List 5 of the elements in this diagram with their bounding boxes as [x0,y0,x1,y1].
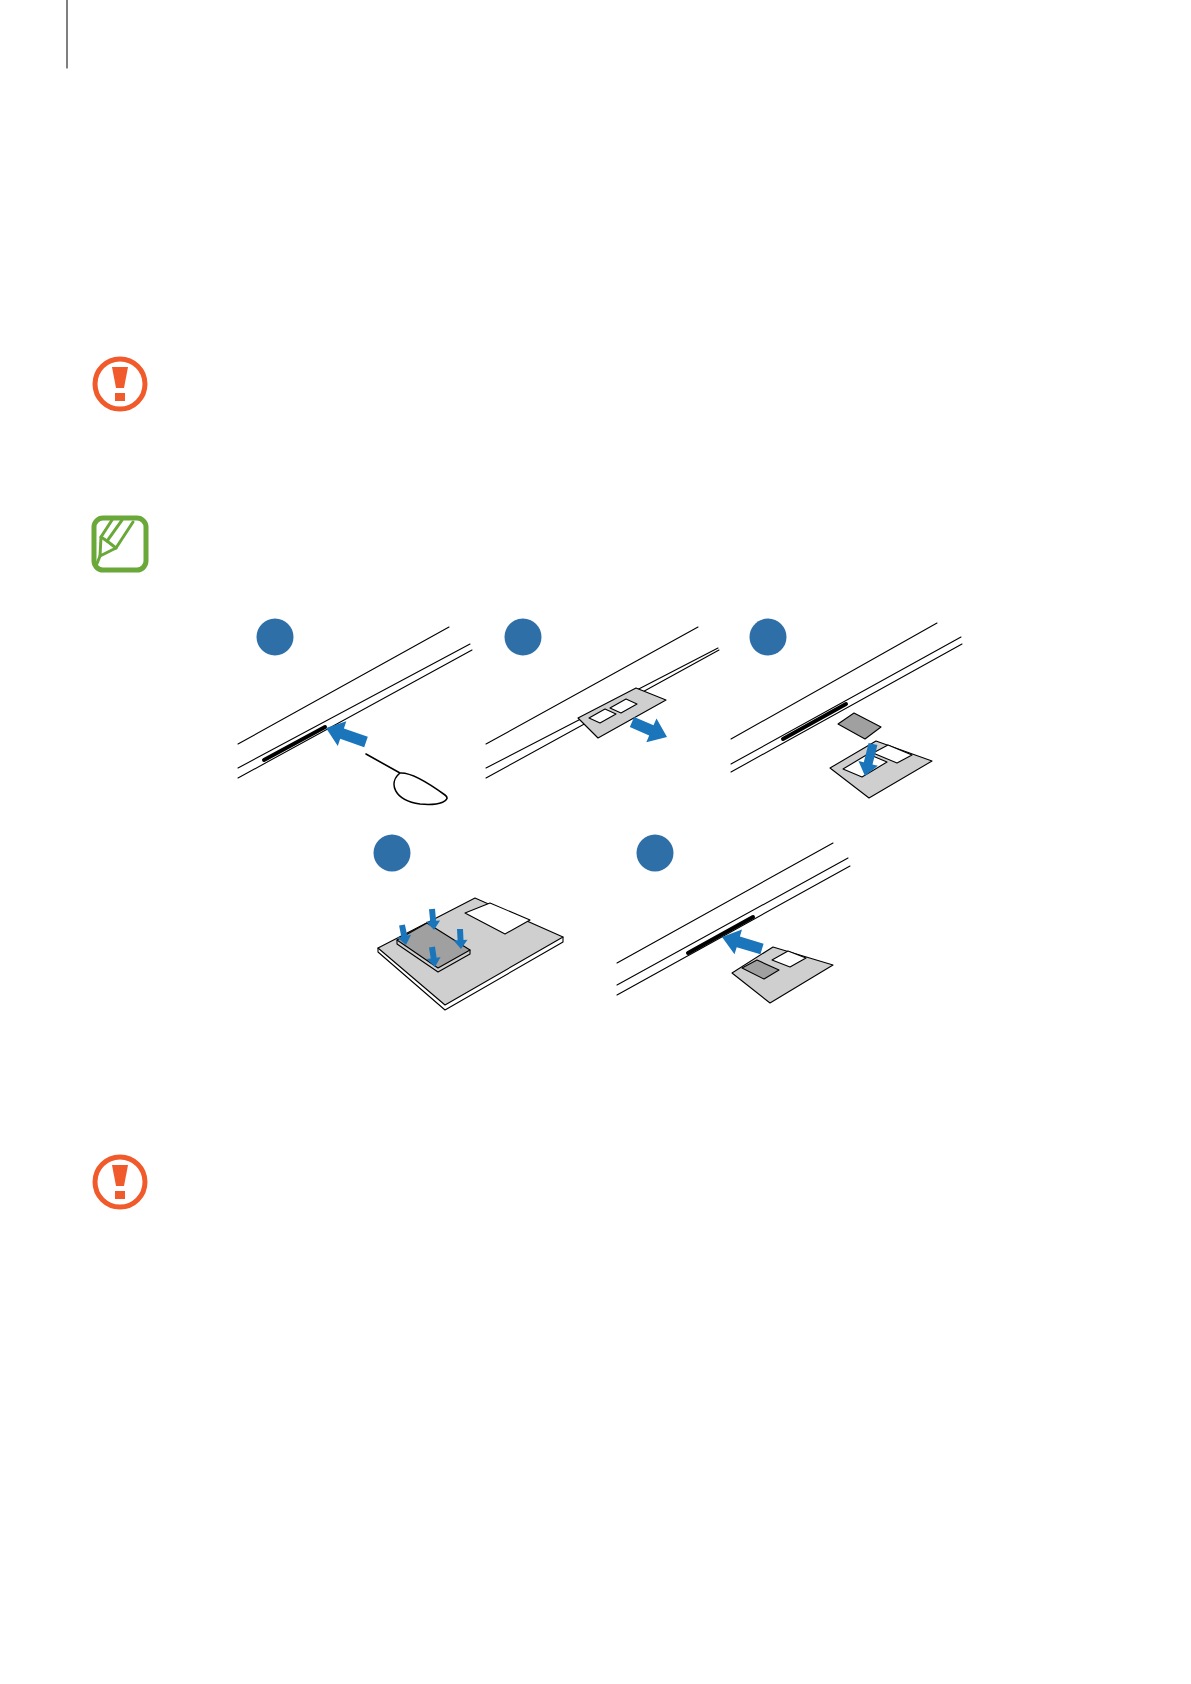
step-circle [504,618,542,656]
step-circle [749,618,787,656]
step-circle [373,834,411,872]
step-circle [256,618,294,656]
step-circle [636,834,674,872]
